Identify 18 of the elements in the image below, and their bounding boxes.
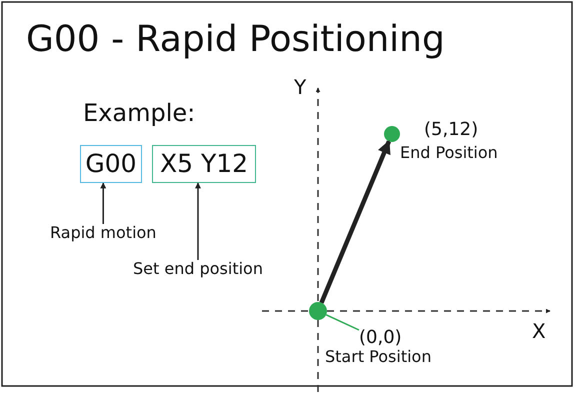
position-dot — [384, 126, 400, 142]
axis-label: Y — [294, 76, 306, 98]
arrow — [319, 140, 391, 304]
coordinate-label: (5,12) — [424, 120, 478, 140]
title: G00 - Rapid Positioning — [26, 20, 445, 60]
arrow — [100, 182, 106, 224]
point-label: Start Position — [325, 348, 432, 366]
position-dot — [309, 302, 327, 320]
arrow — [194, 182, 201, 260]
annotation-text: Set end position — [133, 260, 263, 278]
heading: Example: — [83, 100, 196, 126]
code-box: G00 — [80, 145, 142, 183]
code-box: X5 Y12 — [152, 145, 256, 183]
coordinate-label: (0,0) — [359, 328, 403, 348]
point-label: End Position — [400, 144, 498, 162]
leader-line — [326, 314, 360, 331]
axis-label: X — [532, 320, 546, 342]
annotation-text: Rapid motion — [50, 224, 156, 242]
